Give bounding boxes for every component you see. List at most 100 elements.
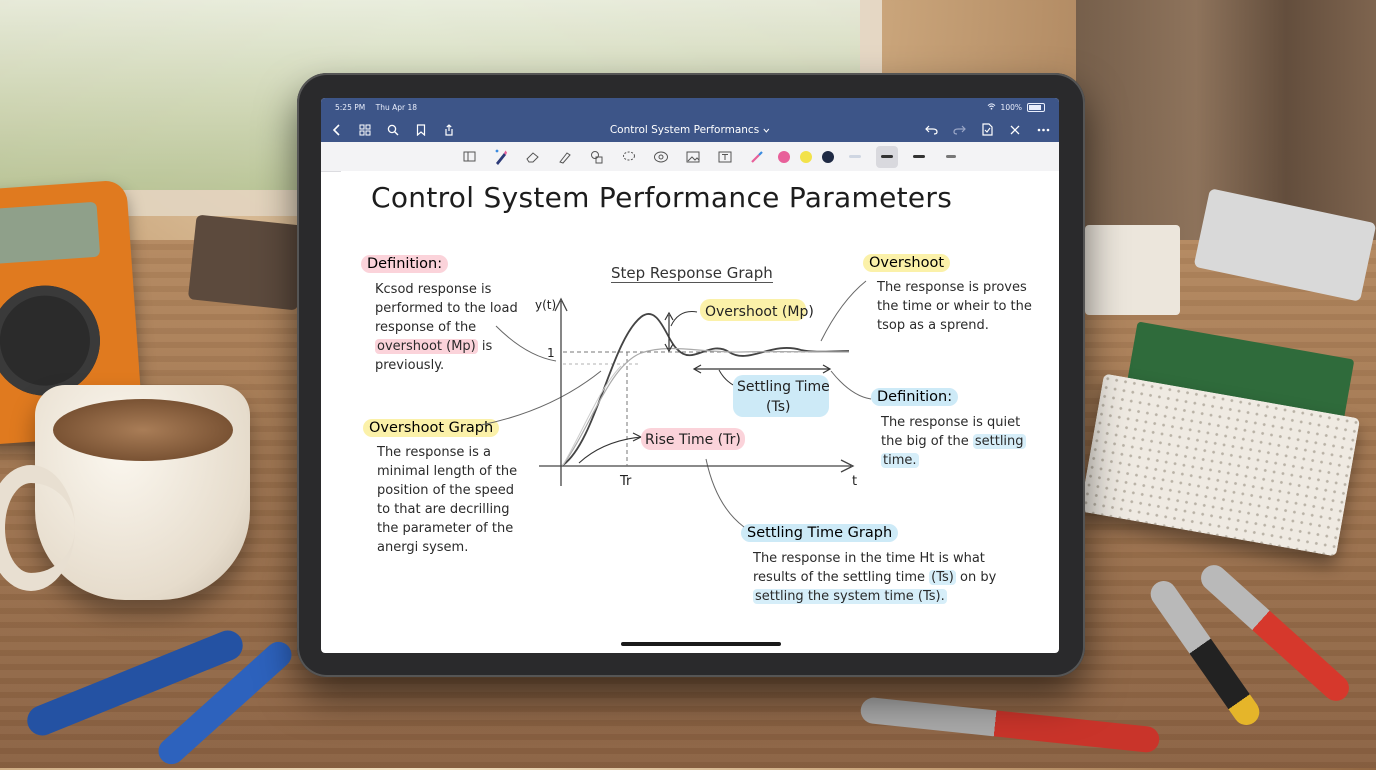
rise-time-arrowhead (632, 432, 643, 442)
overshoot-graph-line-2: minimal length of the (377, 464, 518, 479)
status-bar: 5:25 PM Thu Apr 18 100% (321, 98, 1059, 117)
coffee-mug (0, 385, 250, 600)
page-layout-icon[interactable] (458, 146, 480, 168)
overshoot-graph-line-1: The response is a (377, 445, 491, 460)
settling-system-highlight: settling the system time (Ts). (753, 589, 947, 604)
stroke-width-thin[interactable] (940, 146, 962, 168)
stroke-width-thin-light[interactable] (844, 146, 866, 168)
color-swatch-pink[interactable] (778, 150, 790, 163)
rise-time-highlight (641, 428, 745, 450)
settling-graph-line-2-suffix: on by (960, 570, 997, 585)
graph-title: Step Response Graph (611, 264, 773, 283)
redo-icon[interactable] (951, 122, 967, 138)
settling-graph-label: Settling Time Graph (741, 524, 899, 542)
search-icon[interactable] (385, 122, 401, 138)
definition-right-text: The response is quiet the big of the set… (881, 413, 1026, 470)
undo-icon[interactable] (923, 122, 939, 138)
overshoot-right-line-1: The response is proves (877, 280, 1027, 295)
share-icon[interactable] (441, 122, 457, 138)
eraser-icon[interactable] (522, 146, 544, 168)
step-response-curve (562, 313, 850, 466)
overshoot-right-line-2: the time or wheir to the (877, 299, 1032, 314)
highlighter-icon[interactable] (554, 146, 576, 168)
settling-graph-line-1: The response in the time Ht is what (753, 551, 985, 566)
document-icon[interactable] (979, 122, 995, 138)
definition-right-line-1: The response is quiet (881, 415, 1021, 430)
laser-pointer-icon[interactable] (746, 146, 768, 168)
steady-state-label: 1 (547, 346, 555, 360)
chevron-left-icon[interactable] (329, 122, 345, 138)
bookmark-icon[interactable] (413, 122, 429, 138)
close-icon[interactable] (1007, 122, 1023, 138)
settling-graph-line-2-text: results of the settling time (753, 570, 925, 585)
text-icon[interactable] (714, 146, 736, 168)
home-indicator[interactable] (621, 642, 781, 646)
definition-right-line-2: the big of the settling (881, 432, 1026, 451)
color-swatch-navy[interactable] (822, 150, 834, 163)
chevron-down-icon (763, 124, 770, 136)
stroke-width-thick[interactable] (908, 146, 930, 168)
settling-pointer (718, 369, 736, 387)
overshoot-right-text: The response is proves the time or wheir… (877, 278, 1032, 335)
settling-arrowheads (692, 364, 832, 374)
overshoot-highlight: overshoot (Mp) (375, 339, 478, 354)
settling-highlight: settling (972, 434, 1026, 449)
settling-time-highlight (733, 375, 829, 417)
overshoot-graph-line-6: anergi sysem. (377, 540, 469, 555)
overshoot-arrowheads (664, 311, 674, 353)
definition-left-line-2: performed to the load (375, 301, 518, 316)
settling-time-label-line2: (Ts) (766, 399, 790, 415)
overshoot-right-label: Overshoot (863, 254, 951, 272)
wifi-icon (987, 103, 996, 112)
nav-bar: Control System Performancs (321, 117, 1059, 142)
overshoot-mp-label: Overshoot (Mp) (705, 304, 814, 320)
overshoot-mp-highlight (700, 299, 806, 321)
y-axis-arrow (554, 297, 568, 312)
tablet-screen: 5:25 PM Thu Apr 18 100% (321, 98, 1059, 653)
overshoot-graph-line-5: the parameter of the (377, 521, 514, 536)
more-icon[interactable] (1035, 122, 1051, 138)
ts-highlight: (Ts) (929, 570, 956, 585)
settling-time-label-line1: Settling Time (737, 379, 830, 395)
first-order-curve (562, 347, 850, 466)
shapes-icon[interactable] (586, 146, 608, 168)
connector-settling-graph (705, 458, 745, 528)
definition-right-label: Definition: (871, 388, 959, 406)
breadboard-small (1085, 225, 1180, 315)
definition-left-line-3: response of the (375, 320, 477, 335)
settling-graph-line-2: results of the settling time (Ts) on by (753, 568, 996, 587)
lasso-icon[interactable] (618, 146, 640, 168)
note-page[interactable]: Control System Performance Parameters De… (341, 171, 1059, 638)
overshoot-graph-label: Overshoot Graph (363, 419, 500, 437)
color-swatch-yellow[interactable] (800, 150, 812, 163)
page-title: Control System Performance Parameters (371, 181, 959, 216)
connector-definition-right (830, 370, 872, 400)
sticker-icon[interactable] (650, 146, 672, 168)
settling-graph-line-3: settling the system time (Ts). (753, 587, 996, 606)
overshoot-right-line-3: tsop as a sprend. (877, 318, 989, 333)
guide-curve (562, 365, 622, 466)
rise-time-label: Rise Time (Tr) (645, 432, 741, 448)
time-highlight: time. (881, 453, 919, 468)
tablet: 5:25 PM Thu Apr 18 100% (297, 73, 1085, 677)
definition-left-label: Definition: (361, 255, 449, 273)
battery-icon (1027, 103, 1045, 112)
document-title-dropdown[interactable]: Control System Performancs (610, 124, 770, 136)
grid-icon[interactable] (357, 122, 373, 138)
tr-tick-label: Tr (619, 474, 632, 489)
x-axis-label: t (852, 474, 857, 489)
x-axis-arrow (840, 459, 855, 473)
status-time: 5:25 PM (335, 103, 366, 112)
definition-left-line-1: Kcsod response is (375, 282, 492, 297)
y-axis-label: y(t) (535, 298, 556, 312)
overshoot-graph-text: The response is a minimal length of the … (377, 443, 517, 557)
stroke-width-medium[interactable] (876, 145, 898, 168)
definition-left-line-4: overshoot (Mp) is (375, 337, 518, 356)
definition-right-line-3: time. (881, 451, 1026, 470)
image-icon[interactable] (682, 146, 704, 168)
settling-graph-text: The response in the time Ht is what resu… (753, 549, 996, 606)
connector-overshoot-graph (480, 370, 602, 426)
overshoot-graph-line-4: to that are decrilling (377, 502, 510, 517)
pen-icon[interactable] (490, 146, 512, 168)
overshoot-graph-line-3: position of the speed (377, 483, 515, 498)
